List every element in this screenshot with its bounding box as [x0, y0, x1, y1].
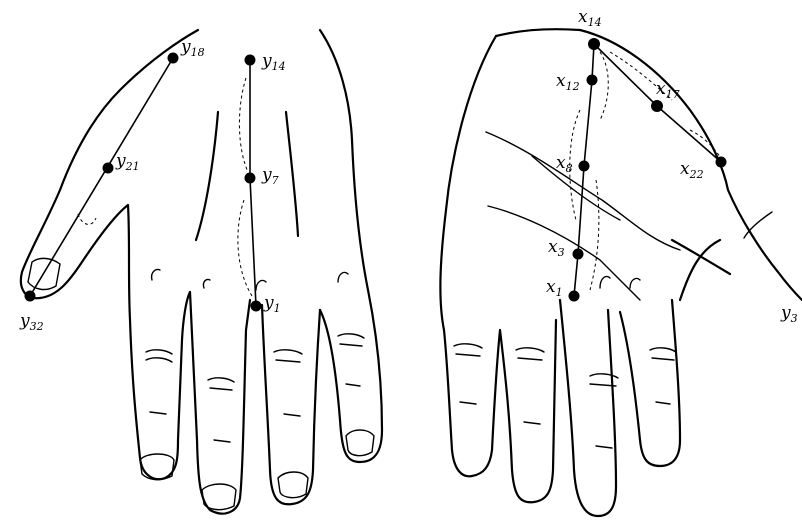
point-x12: [587, 75, 598, 86]
meridian-thumb: [30, 58, 173, 296]
label-x14: x14: [578, 7, 602, 29]
label-y7: y7: [261, 165, 279, 187]
back-hand-ring-finger: [262, 305, 320, 504]
label-y1: y1: [263, 293, 281, 315]
label-x3: x3: [548, 237, 565, 259]
label-y14: y14: [261, 51, 286, 73]
label-y32: y32: [19, 311, 44, 333]
point-y21: [103, 163, 114, 174]
tendon-2: [286, 112, 298, 236]
label-x22: x22: [680, 159, 704, 181]
palm-of-hand: x14 x12 x17 x22 x8 x3 x1 y3: [440, 7, 802, 516]
back-hand-outline: [21, 30, 250, 514]
meridian-thumb-guide: [78, 214, 96, 224]
point-x1: [569, 291, 580, 302]
point-x22: [716, 157, 727, 168]
point-y1: [251, 301, 262, 312]
meridian-palm-guide-1: [600, 52, 608, 120]
point-x14: [588, 38, 600, 50]
tendon-1: [196, 112, 218, 240]
nail-3: [278, 472, 308, 498]
point-y32: [25, 291, 36, 302]
point-y14: [245, 55, 256, 66]
point-x3: [573, 249, 584, 260]
label-x17: x17: [656, 79, 680, 101]
label-y21: y21: [115, 151, 140, 173]
point-x8: [579, 161, 590, 172]
point-y18: [168, 53, 179, 64]
palm-outline: [440, 36, 680, 516]
label-y3-partial: y3: [780, 303, 798, 325]
palm-thumb: [580, 30, 802, 300]
point-y7: [245, 173, 256, 184]
label-x8: x8: [556, 153, 573, 175]
meridian-center-guide-1: [239, 78, 248, 172]
nail-4: [346, 430, 374, 456]
meridian-center-guide-2: [238, 200, 252, 296]
label-x12: x12: [556, 71, 580, 93]
label-x1: x1: [546, 277, 563, 299]
palm-top: [496, 29, 580, 36]
point-x17: [651, 100, 663, 112]
label-y18: y18: [180, 37, 205, 59]
back-of-hand: y18 y21 y32 y14 y7 y1: [19, 30, 382, 514]
palm-creases: [486, 132, 772, 300]
back-hand-little-finger: [320, 30, 382, 462]
